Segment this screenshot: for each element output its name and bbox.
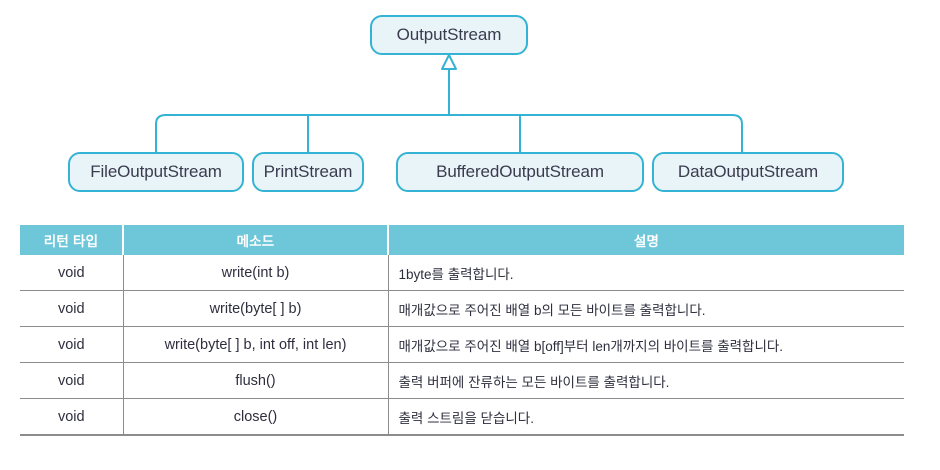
cell-return-type: void xyxy=(20,326,123,363)
cell-method: write(int b) xyxy=(122,255,389,291)
table-row: void write(int b) 1byte를 출력합니다. xyxy=(20,255,904,291)
uml-class-label: BufferedOutputStream xyxy=(436,162,604,181)
cell-method: flush() xyxy=(122,362,389,399)
cell-return-type: void xyxy=(20,290,123,327)
column-header-return-type: 리턴 타입 xyxy=(20,225,123,255)
uml-class-label: OutputStream xyxy=(396,25,502,44)
uml-class-box-bufferedoutputstream: BufferedOutputStream xyxy=(396,152,644,192)
uml-class-box-fileoutputstream: FileOutputStream xyxy=(68,152,244,192)
cell-description: 출력 스트림을 닫습니다. xyxy=(388,398,904,436)
uml-class-label: PrintStream xyxy=(263,162,353,181)
table-row: void write(byte[ ] b) 매개값으로 주어진 배열 b의 모든… xyxy=(20,290,904,327)
cell-return-type: void xyxy=(20,398,123,436)
cell-return-type: void xyxy=(20,255,123,291)
cell-method: close() xyxy=(122,398,389,436)
uml-class-box-outputstream: OutputStream xyxy=(370,15,528,55)
cell-description: 출력 버퍼에 잔류하는 모든 바이트를 출력합니다. xyxy=(388,362,904,399)
uml-class-box-printstream: PrintStream xyxy=(252,152,364,192)
uml-class-diagram: OutputStream FileOutputStream PrintStrea… xyxy=(0,0,940,215)
cell-description: 매개값으로 주어진 배열 b[off]부터 len개까지의 바이트를 출력합니다… xyxy=(388,326,904,363)
method-reference-table: 리턴 타입 메소드 설명 void write(int b) 1byte를 출력… xyxy=(20,225,904,436)
table-header-row: 리턴 타입 메소드 설명 xyxy=(20,225,904,255)
cell-method: write(byte[ ] b) xyxy=(122,290,389,327)
table-row: void close() 출력 스트림을 닫습니다. xyxy=(20,398,904,436)
table-row: void flush() 출력 버퍼에 잔류하는 모든 바이트를 출력합니다. xyxy=(20,362,904,399)
cell-method: write(byte[ ] b, int off, int len) xyxy=(122,326,389,363)
table-body: void write(int b) 1byte를 출력합니다. void wri… xyxy=(20,255,904,436)
cell-description: 매개값으로 주어진 배열 b의 모든 바이트를 출력합니다. xyxy=(388,290,904,327)
cell-return-type: void xyxy=(20,362,123,399)
table-row: void write(byte[ ] b, int off, int len) … xyxy=(20,326,904,363)
cell-description: 1byte를 출력합니다. xyxy=(388,255,904,291)
uml-class-label: FileOutputStream xyxy=(90,162,222,181)
uml-class-label: DataOutputStream xyxy=(677,162,819,181)
column-header-method: 메소드 xyxy=(122,225,388,255)
uml-class-box-dataoutputstream: DataOutputStream xyxy=(652,152,844,192)
inheritance-connector-lines xyxy=(155,54,743,152)
column-header-description: 설명 xyxy=(387,225,904,255)
table-header: 리턴 타입 메소드 설명 xyxy=(20,225,904,255)
